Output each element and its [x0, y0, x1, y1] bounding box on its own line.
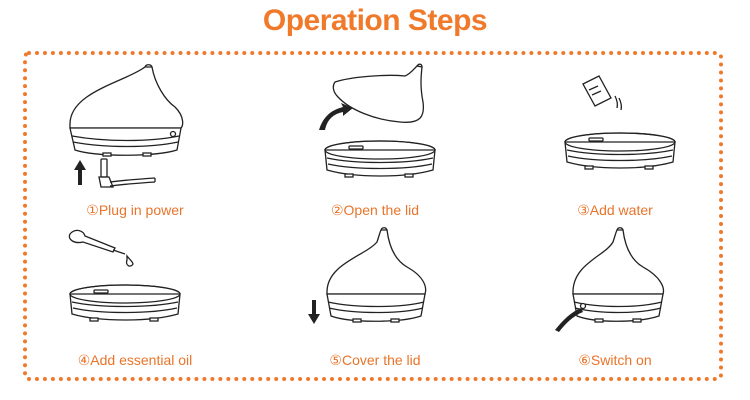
- step-open-the-lid: ②Open the lid: [255, 62, 495, 222]
- step-switch-on: ⑥Switch on: [495, 222, 735, 372]
- step-add-essential-oil: ④Add essential oil: [15, 222, 255, 372]
- step-label: ①Plug in power: [86, 202, 184, 218]
- diffuser-plug-icon: [69, 64, 184, 188]
- step-label: ⑤Cover the lid: [329, 352, 421, 368]
- step-plug-in-power: ①Plug in power: [15, 62, 255, 222]
- step-cover-the-lid: ⑤Cover the lid: [255, 222, 495, 372]
- diffuser-cover-lid-icon: [308, 227, 427, 324]
- diffuser-add-water-icon: [564, 75, 676, 170]
- page-title: Operation Steps: [262, 4, 488, 37]
- step-label: ④Add essential oil: [77, 352, 193, 368]
- diffuser-add-oil-icon: [68, 229, 181, 322]
- step-add-water: ③Add water: [495, 62, 735, 222]
- step-label: ③Add water: [577, 202, 653, 218]
- step-label: ②Open the lid: [330, 202, 420, 218]
- diffuser-open-lid-icon: [319, 63, 436, 178]
- steps-frame: [23, 51, 723, 381]
- step-label: ⑥Switch on: [578, 352, 652, 368]
- diffuser-switch-on-icon: [555, 227, 665, 332]
